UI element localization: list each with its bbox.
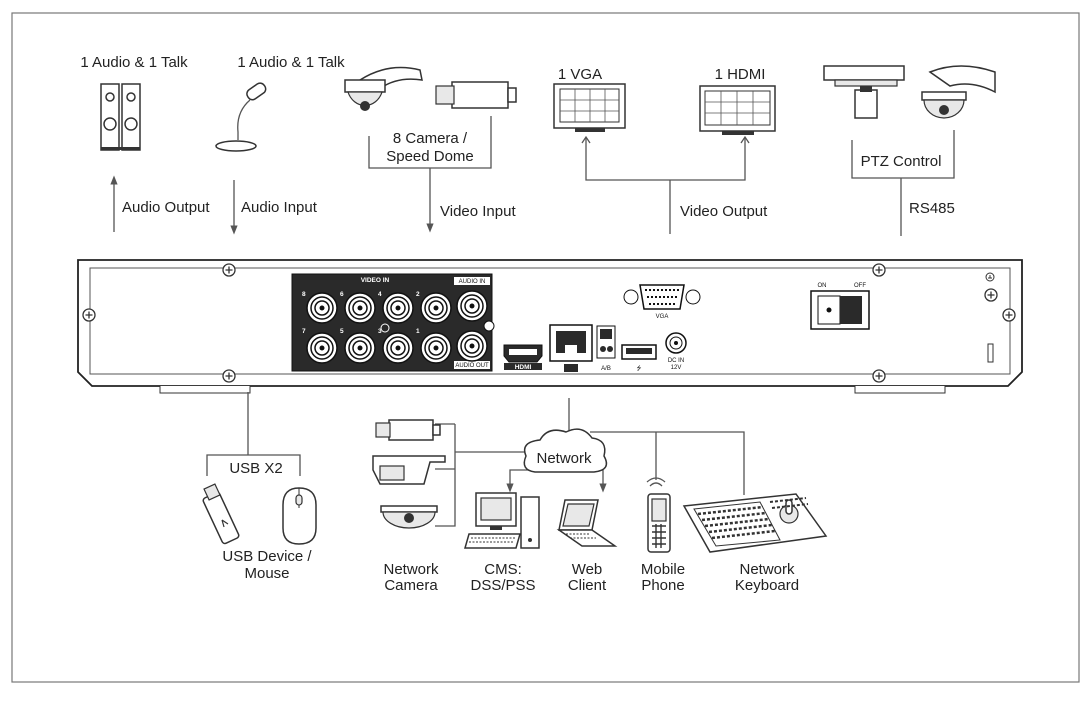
keyboard-icon (682, 493, 828, 553)
video-input-label: Video Input (440, 203, 516, 220)
vga-label: 1 VGA (558, 66, 602, 83)
camera-label-line2: Speed Dome (386, 148, 474, 165)
network-label: Network (536, 450, 592, 467)
dc-in-voltage: 12V (671, 365, 682, 371)
vga-port-label: VGA (656, 314, 669, 320)
cms-label-line1: CMS: (484, 561, 522, 578)
network-camera-icon (372, 419, 446, 529)
power-switch[interactable]: ON OFF (810, 283, 870, 330)
dc-in-port: DC IN 12V (665, 332, 687, 371)
mobile-phone-label-line1: Mobile (641, 561, 685, 578)
web-client-label-line2: Client (568, 577, 607, 594)
audio-out-connector (456, 330, 488, 362)
bnc-video-in-1 (420, 332, 452, 364)
usb-port: ⭍ (621, 344, 657, 372)
hdmi-label: 1 HDMI (715, 66, 766, 83)
bnc-number-8: 8 (302, 291, 306, 298)
audio-in-connector (456, 290, 488, 322)
bnc-number-7: 7 (302, 328, 306, 335)
mobile-phone-label-line2: Phone (641, 577, 684, 594)
switch-off-label: OFF (854, 283, 866, 289)
mobile-phone-icon (646, 477, 671, 553)
audio-talk-label-left: 1 Audio & 1 Talk (80, 54, 188, 71)
bnc-number-5: 5 (340, 328, 344, 335)
video-in-title: VIDEO IN (361, 277, 390, 284)
switch-on-label: ON (818, 283, 827, 289)
audio-input-label: Audio Input (241, 199, 318, 216)
vga-monitor-icon (553, 83, 626, 132)
bnc-number-4: 4 (378, 291, 382, 298)
microphone-icon (215, 82, 267, 152)
speaker-icon (100, 83, 141, 151)
bnc-video-in-3 (382, 332, 414, 364)
hdmi-port-label: HDMI (515, 364, 532, 371)
bnc-number-3: 3 (378, 328, 382, 335)
bnc-number-2: 2 (416, 291, 420, 298)
network-keyboard-label-line2: Keyboard (735, 577, 799, 594)
network-keyboard-label-line1: Network (739, 561, 795, 578)
box-camera-icon (435, 81, 517, 109)
dvr-rear-panel: VIDEO IN AUDIO IN AUDIO OUT 8 6 4 2 7 5 … (77, 259, 1023, 394)
bnc-video-in-2 (420, 292, 452, 324)
audio-in-title: AUDIO IN (459, 279, 486, 285)
dc-in-label: DC IN (668, 358, 684, 364)
usb-stick-icon (202, 483, 240, 545)
bnc-video-in-8 (306, 292, 338, 324)
rs485-port: A/B (596, 325, 616, 372)
cms-label-line2: DSS/PSS (470, 577, 535, 594)
hdmi-port: HDMI (503, 344, 543, 371)
camera-label-line1: 8 Camera / (393, 130, 468, 147)
hdmi-monitor-icon (699, 85, 776, 135)
bnc-video-in-5 (344, 332, 376, 364)
video-output-label: Video Output (680, 203, 768, 220)
bnc-video-in-7 (306, 332, 338, 364)
rs485-label: RS485 (909, 200, 955, 217)
usb-device-label-line1: USB Device / (222, 548, 312, 565)
ptz-camera-icon (823, 65, 996, 119)
usb-device-label-line2: Mouse (244, 565, 289, 582)
bnc-video-in-4 (382, 292, 414, 324)
usb-x2-label: USB X2 (229, 460, 282, 477)
outer-frame (11, 12, 1080, 683)
lan-port (549, 324, 593, 372)
usb-port-label: ⭍ (637, 364, 642, 372)
audio-output-label: Audio Output (122, 199, 210, 216)
computer-icon (464, 492, 540, 549)
bnc-number-1: 1 (416, 328, 420, 335)
network-camera-label-line1: Network (383, 561, 439, 578)
cloud-icon (523, 428, 608, 473)
laptop-icon (556, 499, 618, 547)
audio-out-title: AUDIO OUT (455, 363, 489, 369)
web-client-label-line1: Web (572, 561, 603, 578)
network-camera-label-line2: Camera (384, 577, 438, 594)
bnc-video-in-6 (344, 292, 376, 324)
mouse-icon (282, 487, 317, 545)
ground-terminal (984, 272, 998, 363)
vga-port: VGA (623, 284, 701, 320)
ab-label: A/B (601, 366, 611, 372)
speed-dome-icon (344, 66, 423, 111)
bnc-number-6: 6 (340, 291, 344, 298)
audio-talk-label-right: 1 Audio & 1 Talk (237, 54, 345, 71)
ptz-control-label: PTZ Control (861, 153, 942, 170)
